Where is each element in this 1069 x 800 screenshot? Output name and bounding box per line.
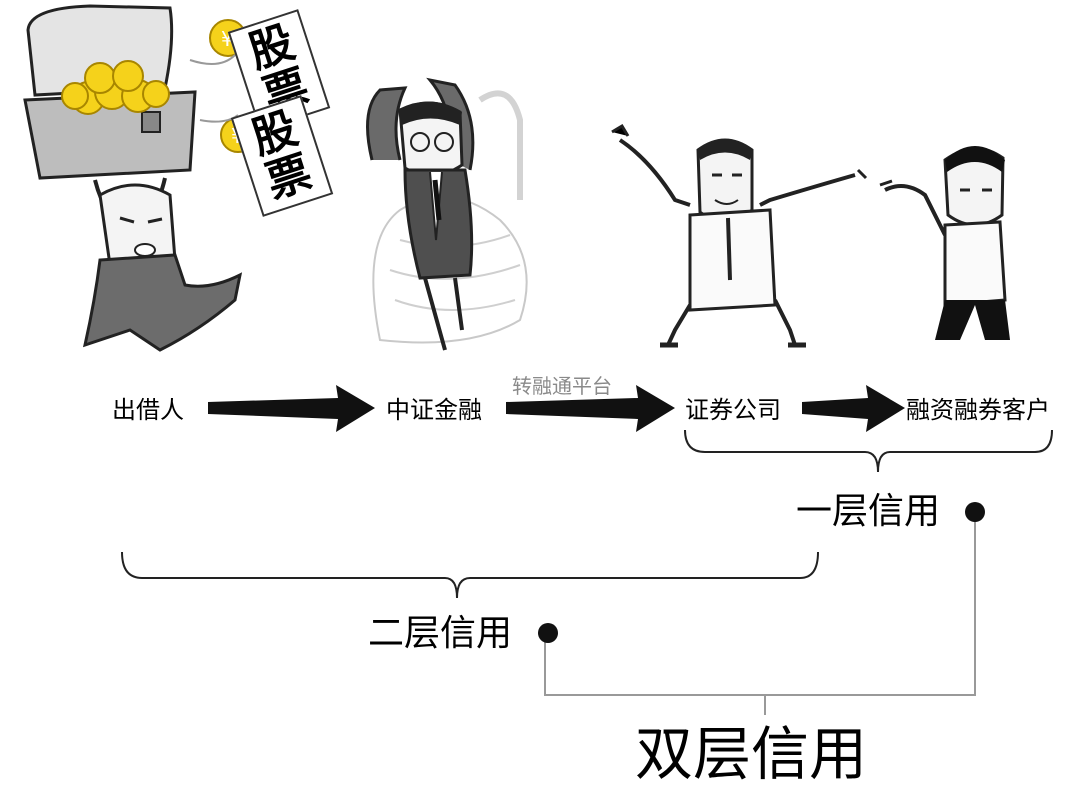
broker-figure: [611, 123, 868, 348]
node-broker: 证券公司: [685, 396, 781, 424]
node-csf: 中证金融: [386, 396, 482, 424]
stamp-char: 票: [260, 146, 318, 209]
coin-icon: [61, 60, 170, 115]
connector-lines: [544, 512, 976, 715]
arrow-csf-to-broker: [506, 385, 675, 432]
dot-icon: [965, 502, 985, 522]
dot-icon-second: [538, 623, 558, 643]
chest-lock: [141, 111, 161, 133]
arrow-icon: [208, 385, 905, 432]
broker-body: [688, 208, 777, 312]
lender-figure: ¥ ¥: [23, 4, 256, 352]
credit-level-second: 二层信用: [368, 613, 513, 654]
client-body: [943, 220, 1007, 307]
client-figure: [879, 146, 1010, 340]
csf-figure: [366, 77, 528, 351]
node-lender: 出借人: [112, 396, 184, 424]
bracket-second-layer: [121, 551, 819, 599]
arrow-broker-to-client: [802, 385, 905, 432]
arrow-lender-to-csf: [208, 385, 375, 432]
lender-body: [82, 253, 243, 352]
node-client: 融资融券客户: [906, 396, 1050, 424]
credit-level-first: 一层信用: [796, 491, 941, 532]
diagram-title: 双层信用: [635, 720, 868, 788]
bracket-icon: [684, 429, 1053, 473]
platform-label: 转融通平台: [512, 374, 612, 398]
